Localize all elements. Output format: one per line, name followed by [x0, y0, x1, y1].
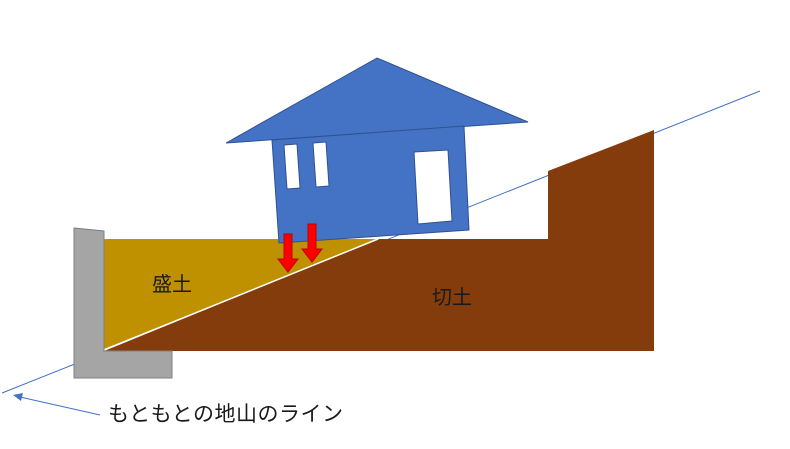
original-ground-label: もともとの地山のライン: [108, 402, 344, 426]
slope-boundary-line: [103, 238, 379, 351]
house-door: [413, 149, 453, 225]
cut-soil: [104, 130, 654, 351]
down-arrow-icon: [300, 223, 324, 263]
cut-soil-label: 切土: [432, 285, 472, 309]
house-roof: [225, 57, 529, 144]
arrow-icon: [13, 393, 101, 416]
house-window-right: [312, 141, 330, 188]
house-window-left: [283, 143, 301, 190]
down-arrow-icon: [276, 233, 300, 273]
house: [225, 57, 529, 244]
retaining-wall: [73, 227, 173, 379]
fill-soil-label: 盛土: [152, 272, 192, 296]
